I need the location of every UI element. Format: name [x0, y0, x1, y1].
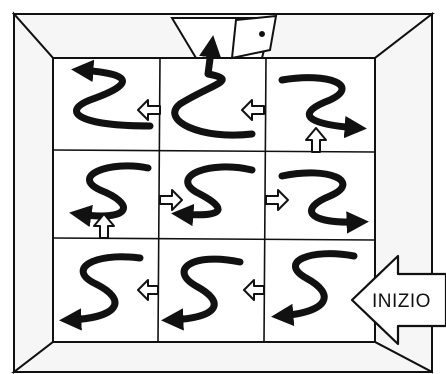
entry-label: INIZIO [372, 291, 431, 312]
wall-left [14, 14, 53, 372]
door-knob [260, 32, 264, 36]
wall-bottom [14, 342, 432, 372]
